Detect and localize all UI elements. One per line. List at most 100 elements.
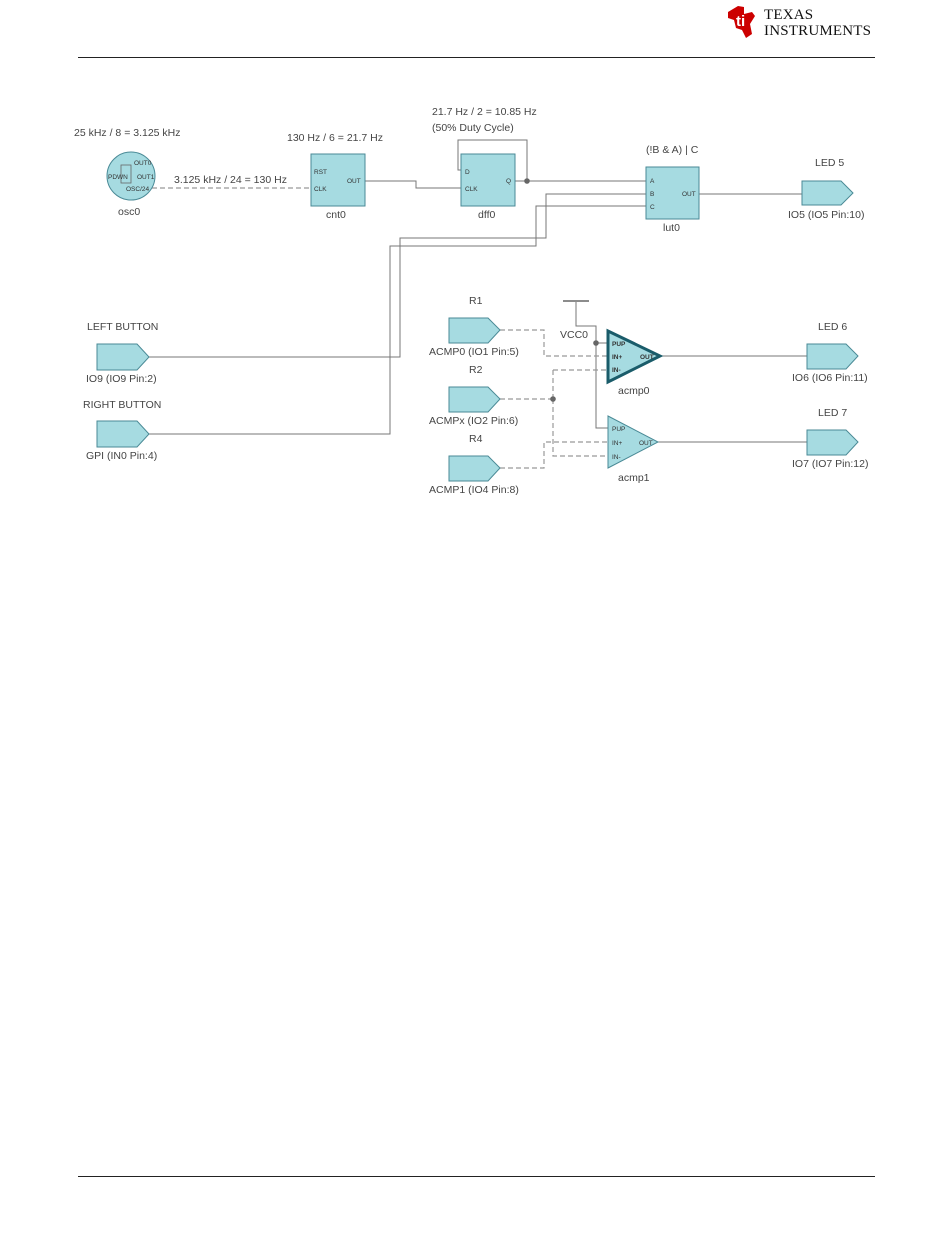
led7-title: LED 7: [818, 407, 847, 419]
led6-port-shape: [806, 343, 859, 370]
left-button-title: LEFT BUTTON: [87, 321, 158, 333]
acmp0-pin-inm: IN-: [612, 367, 621, 374]
osc-internal-rect: [120, 164, 132, 184]
right-button-title: RIGHT BUTTON: [83, 399, 161, 411]
r4-pin: ACMP1 (IO4 Pin:8): [429, 484, 519, 496]
osc-pin-out1: OUT1: [137, 174, 155, 181]
acmp0-pin-out: OUT: [640, 354, 654, 361]
acmp1-name: acmp1: [618, 472, 650, 484]
dff-pin-d: D: [465, 169, 470, 176]
right-button-port-shape: [96, 420, 150, 448]
r4-title: R4: [469, 433, 483, 445]
acmp0-body: [606, 328, 664, 385]
led5-title: LED 5: [815, 157, 844, 169]
lut-pin-c: C: [650, 204, 655, 211]
wire-right-button-to-lut-c: [149, 205, 646, 435]
cnt0-block[interactable]: 130 Hz / 6 = 21.7 Hz RST CLK OUT cnt0: [287, 132, 383, 221]
lut-name: lut0: [663, 222, 680, 234]
dff-name: dff0: [478, 209, 495, 221]
led5-port-shape: [801, 180, 854, 206]
cnt-note: 130 Hz / 6 = 21.7 Hz: [287, 132, 383, 144]
dff-pin-clk: CLK: [465, 186, 478, 193]
wire-r1-to-acmp0: [500, 329, 608, 357]
r1-port-shape: [448, 317, 501, 344]
brand-wordmark: Texas Instruments: [764, 7, 871, 39]
osc-pin-pdwn: PDWN: [108, 174, 128, 181]
cnt-pin-out: OUT: [347, 178, 361, 185]
left-button-input-port[interactable]: LEFT BUTTON IO9 (IO9 Pin:2): [86, 321, 158, 385]
r4-input-port[interactable]: R4 ACMP1 (IO4 Pin:8): [429, 433, 519, 496]
lut-pin-a: A: [650, 178, 655, 185]
acmp1-body: [607, 415, 660, 469]
header-rule: [78, 57, 875, 58]
led6-output-port[interactable]: LED 6 IO6 (IO6 Pin:11): [792, 321, 868, 384]
wires: [149, 139, 807, 469]
osc-name: osc0: [118, 206, 140, 218]
cnt-pin-clk: CLK: [314, 186, 327, 193]
osc-pin-osc24: OSC/24: [126, 186, 150, 193]
junction-dot: [524, 178, 530, 184]
r1-input-port[interactable]: R1 ACMP0 (IO1 Pin:5): [429, 295, 519, 358]
lut-pin-b: B: [650, 191, 654, 198]
r2-pin: ACMPx (IO2 Pin:6): [429, 415, 518, 427]
acmp0-name: acmp0: [618, 385, 650, 397]
r1-pin: ACMP0 (IO1 Pin:5): [429, 346, 519, 358]
brand-line-2: Instruments: [764, 23, 872, 39]
junction-dot: [593, 340, 599, 346]
cnt-body: [310, 153, 366, 207]
led6-pin: IO6 (IO6 Pin:11): [792, 372, 868, 384]
dff0-block[interactable]: 21.7 Hz / 2 = 10.85 Hz (50% Duty Cycle) …: [432, 106, 537, 221]
r2-port-shape: [448, 386, 501, 413]
acmp1-block[interactable]: PUP IN+ IN- OUT acmp1: [607, 415, 660, 484]
acmp1-pin-inp: IN+: [612, 440, 623, 447]
dff-note-line2: (50% Duty Cycle): [432, 122, 514, 134]
led7-pin: IO7 (IO7 Pin:12): [792, 458, 868, 470]
right-button-pin: GPI (IN0 Pin:4): [86, 450, 157, 462]
lut-pin-out: OUT: [682, 191, 696, 198]
right-button-input-port[interactable]: RIGHT BUTTON GPI (IN0 Pin:4): [83, 399, 161, 462]
acmp0-pin-inp: IN+: [612, 354, 623, 361]
acmp1-pin-out: OUT: [639, 440, 653, 447]
acmp1-pin-inm: IN-: [612, 454, 621, 461]
wire-left-button-to-lut-b: [149, 193, 646, 358]
left-button-pin: IO9 (IO9 Pin:2): [86, 373, 157, 385]
wire-r2-to-acmp1-in-minus: [552, 399, 608, 457]
brand-line-1: Texas: [764, 7, 814, 23]
osc-note: 25 kHz / 8 = 3.125 kHz: [74, 127, 181, 139]
vcc-label: VCC0: [560, 329, 588, 341]
led5-output-port[interactable]: LED 5 IO5 (IO5 Pin:10): [788, 157, 864, 221]
cnt-name: cnt0: [326, 209, 346, 221]
wire-r4-to-acmp1: [500, 441, 608, 469]
r2-title: R2: [469, 364, 483, 376]
dff-body: [460, 153, 516, 207]
led7-output-port[interactable]: LED 7 IO7 (IO7 Pin:12): [792, 407, 868, 470]
vcc0-supply[interactable]: VCC0: [560, 300, 589, 341]
ti-logo-icon: ti: [722, 2, 762, 45]
acmp1-pin-pup: PUP: [612, 426, 625, 433]
r2-input-port[interactable]: R2 ACMPx (IO2 Pin:6): [429, 364, 518, 427]
lut-note: (!B & A) | C: [646, 144, 699, 156]
acmp0-block[interactable]: PUP IN+ IN- OUT acmp0: [606, 328, 664, 397]
lut-body: [645, 166, 700, 220]
dff-pin-q: Q: [506, 178, 511, 185]
lut0-block[interactable]: (!B & A) | C A B C OUT lut0: [645, 144, 700, 234]
osc-pin-out0: OUT0: [134, 160, 152, 167]
wire-cnt-to-dff: [365, 180, 462, 189]
dff-note-line1: 21.7 Hz / 2 = 10.85 Hz: [432, 106, 537, 118]
osc-link-note: 3.125 kHz / 24 = 130 Hz: [174, 174, 287, 186]
junction-dot: [550, 396, 556, 402]
svg-text:ti: ti: [736, 13, 745, 30]
osc0-block[interactable]: 25 kHz / 8 = 3.125 kHz PDWN OUT0 OUT1 OS…: [74, 127, 287, 218]
footer-rule: [78, 1176, 875, 1177]
r4-port-shape: [448, 455, 501, 482]
r1-title: R1: [469, 295, 483, 307]
led7-port-shape: [806, 429, 859, 456]
led5-pin: IO5 (IO5 Pin:10): [788, 209, 864, 221]
wire-vcc-rail: [575, 302, 608, 429]
left-button-port-shape: [96, 343, 150, 371]
led6-title: LED 6: [818, 321, 847, 333]
cnt-pin-rst: RST: [314, 169, 327, 176]
acmp0-pin-pup: PUP: [612, 341, 626, 348]
wire-r2-to-acmp0-in-minus: [552, 369, 608, 399]
